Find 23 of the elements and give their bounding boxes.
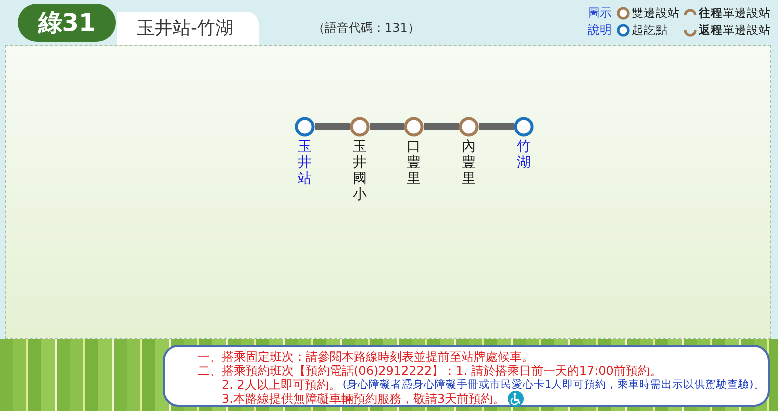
stop-name: 竹湖 [517,139,531,171]
note-text: (身心障礙者憑身心障礙手冊或市民愛心卡1人即可預約，乘車時需出示以供駕駛查驗)。 [342,378,765,392]
note-text: 2. 2人以上即可預約。 [222,378,341,392]
legend-label: 起訖點 [632,22,668,39]
legend-label: 雙邊設站 [632,5,680,22]
stop-name: 玉井站 [298,139,312,187]
voice-code: （語音代碼：131） [313,20,420,37]
route-line [370,124,404,130]
notes-panel [163,345,770,407]
route-line [479,124,514,130]
legend-label: 往程單邊設站 [699,5,771,22]
stop-name: 玉井國小 [353,139,367,203]
stop-name: 內豐里 [462,139,476,187]
route-line [424,124,459,130]
route-line [315,124,350,130]
legend-heading: 圖示說明 [588,5,613,39]
note-text: 二、搭乘預約班次【預約電話(06)2912222】：1. 請於搭乘日前一天的17:00前預約。 [198,364,662,378]
note-text: 一、搭乘固定班次：請參閱本路線時刻表並提前至站牌處候車。 [198,350,534,364]
route-title: 玉井站-竹湖 [117,12,259,45]
stop-name: 口豐里 [407,139,421,187]
legend-label: 返程單邊設站 [699,22,771,39]
note-text: 3.本路線提供無障礙車輛預約服務，敬請3天前預約。 [222,392,506,406]
route-number: 綠31 [18,4,116,42]
